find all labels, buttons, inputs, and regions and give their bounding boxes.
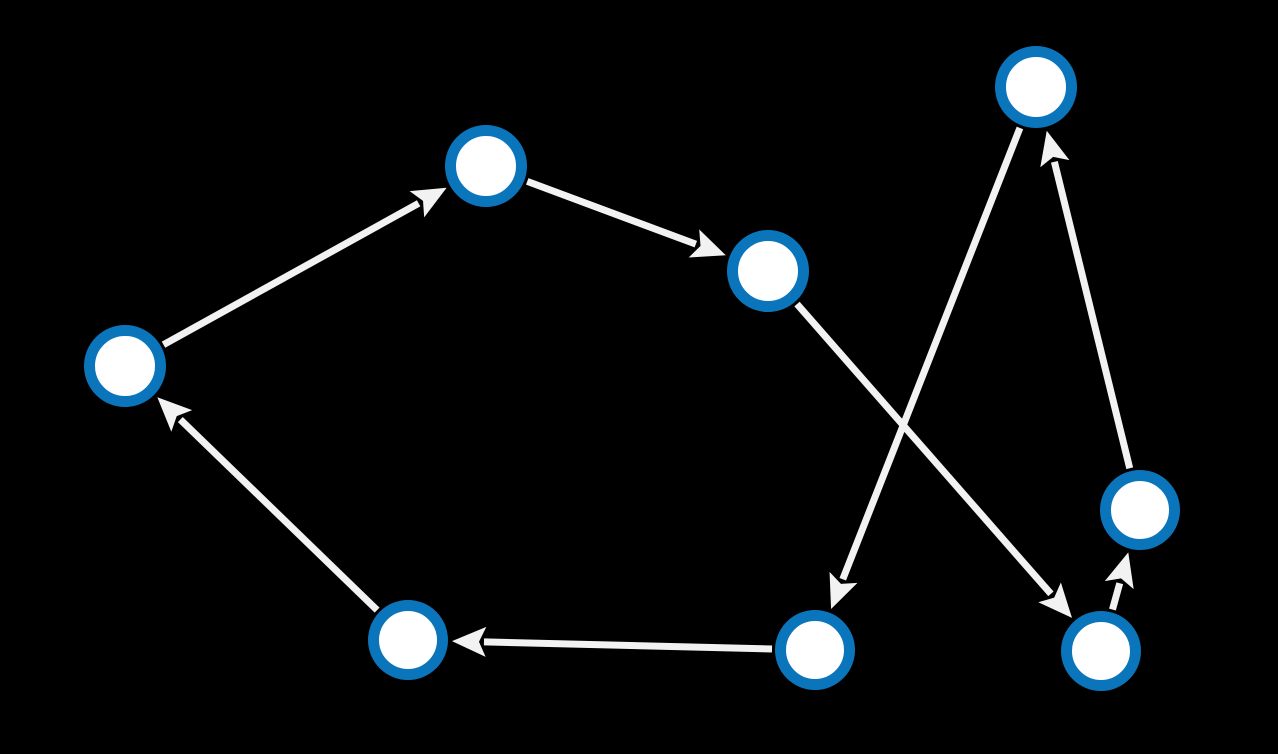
- node-circle-icon[interactable]: [445, 125, 527, 207]
- node-circle-icon[interactable]: [368, 600, 448, 680]
- graph-edge: [526, 178, 726, 258]
- edge-line: [1109, 582, 1124, 611]
- node-circle-icon[interactable]: [775, 610, 855, 690]
- node-circle-icon[interactable]: [84, 325, 166, 407]
- edge-line: [1050, 160, 1134, 470]
- edge-arrowhead-icon: [1040, 130, 1070, 168]
- node-layer: [84, 46, 1180, 691]
- graph-node-n4[interactable]: [995, 46, 1077, 128]
- graph-node-n5[interactable]: [1100, 470, 1180, 550]
- edge-line: [839, 126, 1024, 581]
- graph-node-n1[interactable]: [84, 325, 166, 407]
- node-circle-icon[interactable]: [1100, 470, 1180, 550]
- graph-edge: [161, 187, 447, 348]
- edge-line: [526, 178, 698, 248]
- edge-arrowhead-icon: [1038, 582, 1073, 618]
- node-circle-icon[interactable]: [1061, 611, 1141, 691]
- node-circle-icon[interactable]: [995, 46, 1077, 128]
- graph-edge: [829, 126, 1024, 610]
- graph-edge: [794, 301, 1073, 618]
- graph-node-n7[interactable]: [775, 610, 855, 690]
- graph-node-n3[interactable]: [727, 230, 809, 312]
- edge-arrowhead-icon: [829, 571, 858, 610]
- graph-node-n2[interactable]: [445, 125, 527, 207]
- graph-edge: [157, 397, 380, 613]
- edge-line: [483, 638, 773, 653]
- graph-edge: [1040, 130, 1134, 470]
- edge-arrowhead-icon: [157, 397, 193, 432]
- graph-edge: [1104, 552, 1134, 611]
- edge-arrowhead-icon: [1104, 552, 1134, 590]
- edge-line: [794, 301, 1054, 597]
- graph-node-n8[interactable]: [368, 600, 448, 680]
- edge-arrowhead-icon: [451, 626, 487, 657]
- edge-arrowhead-icon: [688, 229, 726, 258]
- edge-layer: [157, 126, 1134, 657]
- edge-arrowhead-icon: [409, 187, 447, 218]
- edge-line: [161, 200, 421, 348]
- node-circle-icon[interactable]: [727, 230, 809, 312]
- graph-node-n6[interactable]: [1061, 611, 1141, 691]
- edge-line: [177, 417, 380, 613]
- graph-edge: [451, 626, 773, 657]
